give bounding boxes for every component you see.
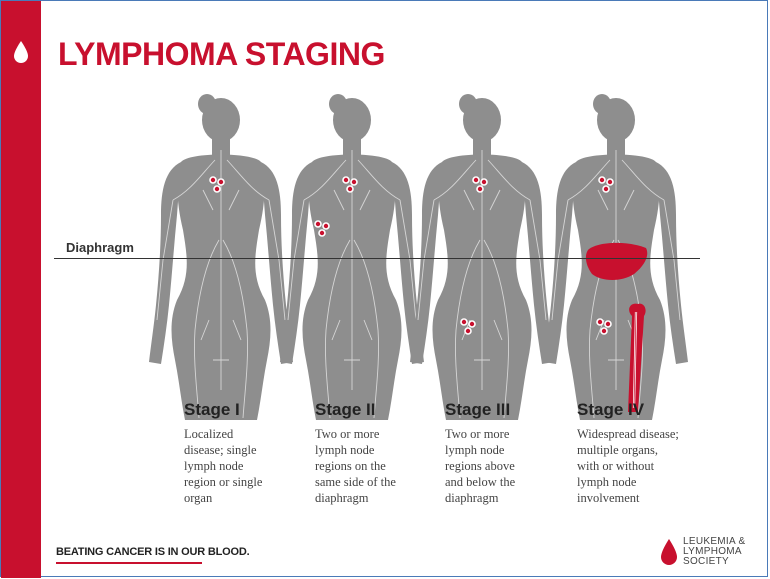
footer-tagline: BEATING CANCER IS IN OUR BLOOD.	[56, 546, 249, 558]
diaphragm-label: Diaphragm	[66, 240, 134, 255]
stage-heading: Stage III	[445, 400, 585, 420]
tagline-underline	[56, 562, 202, 564]
diaphragm-line	[54, 258, 700, 259]
stage-3: Stage III Two or more lymph node regions…	[445, 400, 585, 506]
stage-1: Stage I Localized disease; single lymph …	[184, 400, 324, 506]
lls-logo-drop-icon	[659, 538, 679, 566]
logo-line: SOCIETY	[683, 557, 745, 567]
lls-logo-text: LEUKEMIA & LYMPHOMA SOCIETY	[683, 537, 745, 567]
stage-heading: Stage IV	[577, 400, 717, 420]
stage-4: Stage IV Widespread disease; multiple or…	[577, 400, 717, 506]
stage-heading: Stage I	[184, 400, 324, 420]
stage-description: Widespread disease; multiple organs, wit…	[577, 426, 717, 506]
stage-2: Stage II Two or more lymph node regions …	[315, 400, 455, 506]
stage-description: Two or more lymph node regions above and…	[445, 426, 585, 506]
stage-heading: Stage II	[315, 400, 455, 420]
stage-description: Localized disease; single lymph node reg…	[184, 426, 324, 506]
stage-description: Two or more lymph node regions on the sa…	[315, 426, 455, 506]
